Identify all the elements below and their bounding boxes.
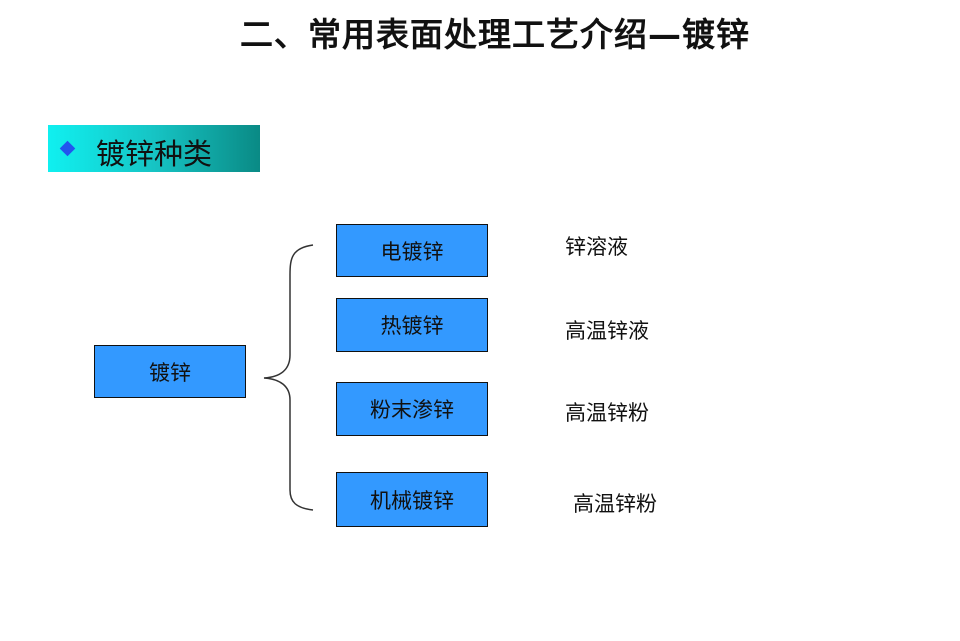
medium-label: 高温锌粉 — [565, 401, 649, 425]
medium-label: 高温锌粉 — [573, 492, 657, 516]
section-header: 镀锌种类 — [48, 125, 260, 172]
medium-label: 锌溶液 — [565, 235, 628, 259]
type-box-hotdip: 热镀锌 — [336, 298, 488, 352]
section-label: 镀锌种类 — [96, 137, 213, 171]
slide-title: 二、常用表面处理工艺介绍—镀锌 — [240, 15, 750, 54]
type-box-electro: 电镀锌 — [336, 224, 488, 277]
root-box: 镀锌 — [94, 345, 246, 398]
type-box-sherardizing: 粉末渗锌 — [336, 382, 488, 436]
medium-label: 高温锌液 — [565, 319, 649, 343]
type-box-mechanical: 机械镀锌 — [336, 472, 488, 527]
